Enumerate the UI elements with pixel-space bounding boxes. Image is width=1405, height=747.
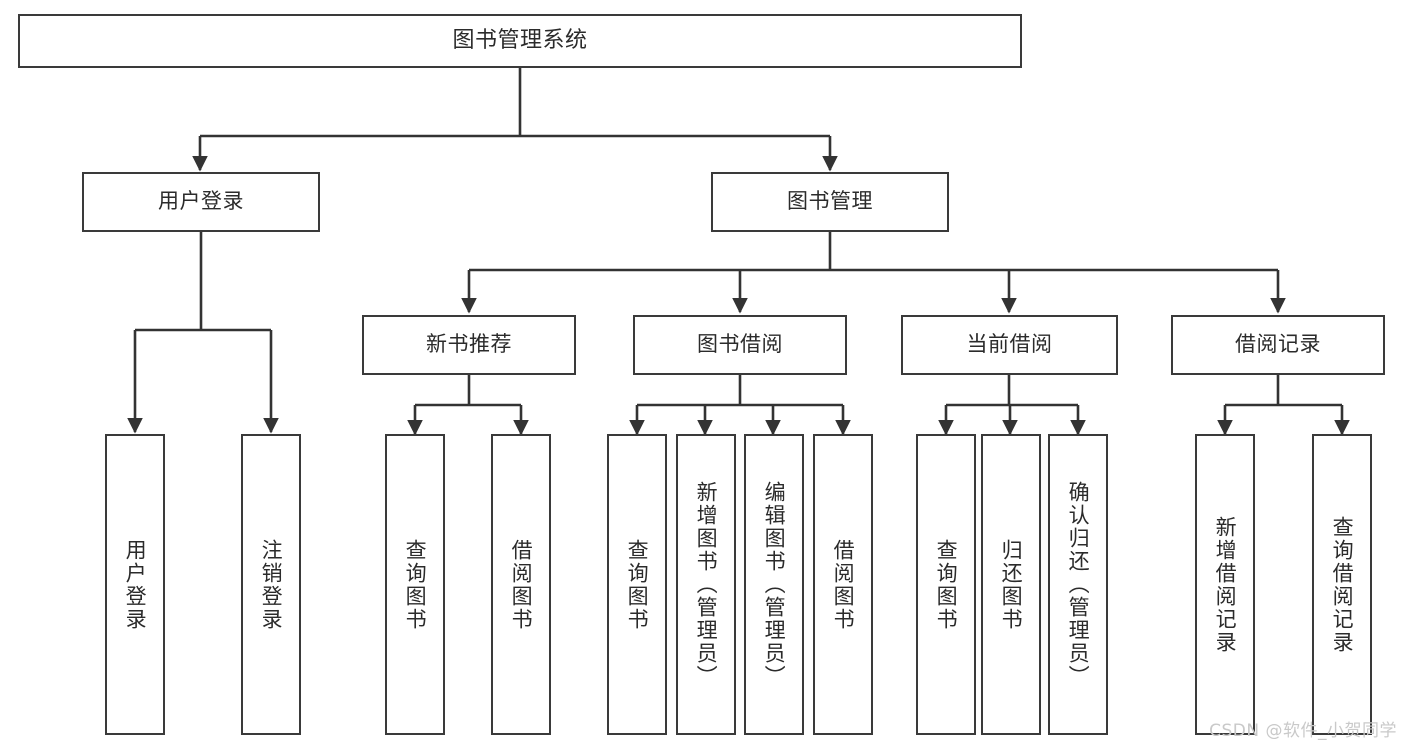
node-label: 借阅图书	[831, 538, 856, 631]
node-leaf-book-borrow-add[interactable]: 新增图书（管理员）	[676, 434, 736, 735]
node-label: 当前借阅	[966, 332, 1053, 357]
node-label: 图书借阅	[697, 332, 783, 357]
node-label: 编辑图书（管理员）	[762, 481, 787, 688]
csdn-watermark: CSDN @软件_小贺同学	[1209, 721, 1397, 741]
node-label: 借阅记录	[1235, 332, 1321, 357]
node-root-library-management-system[interactable]: 图书管理系统	[18, 14, 1022, 68]
node-leaf-borrow-record-query[interactable]: 查询借阅记录	[1312, 434, 1372, 735]
node-label: 查询图书	[625, 538, 650, 631]
node-label: 查询借阅记录	[1330, 515, 1355, 654]
node-leaf-new-book-borrow[interactable]: 借阅图书	[491, 434, 551, 735]
node-leaf-current-borrow-confirm-return[interactable]: 确认归还（管理员）	[1048, 434, 1108, 735]
node-leaf-book-borrow-edit[interactable]: 编辑图书（管理员）	[744, 434, 804, 735]
node-leaf-borrow-record-add[interactable]: 新增借阅记录	[1195, 434, 1255, 735]
node-label: 新增图书（管理员）	[694, 481, 719, 688]
node-new-book-recommend[interactable]: 新书推荐	[362, 315, 576, 375]
node-label: 确认归还（管理员）	[1066, 481, 1091, 688]
node-leaf-user-login-logout[interactable]: 注销登录	[241, 434, 301, 735]
node-leaf-book-borrow-borrow[interactable]: 借阅图书	[813, 434, 873, 735]
node-label: 图书管理系统	[452, 27, 588, 53]
node-label: 图书管理	[787, 189, 873, 214]
node-label: 归还图书	[999, 538, 1024, 631]
node-label: 用户登录	[158, 189, 244, 214]
node-leaf-current-borrow-return[interactable]: 归还图书	[981, 434, 1041, 735]
node-current-borrow[interactable]: 当前借阅	[901, 315, 1118, 375]
node-leaf-new-book-query[interactable]: 查询图书	[385, 434, 445, 735]
node-label: 用户登录	[123, 538, 148, 631]
node-label: 新书推荐	[426, 332, 512, 357]
node-book-management[interactable]: 图书管理	[711, 172, 949, 232]
node-label: 查询图书	[934, 538, 959, 631]
node-leaf-user-login-login[interactable]: 用户登录	[105, 434, 165, 735]
node-borrow-record[interactable]: 借阅记录	[1171, 315, 1385, 375]
node-label: 新增借阅记录	[1213, 515, 1238, 654]
node-label: 借阅图书	[509, 538, 534, 631]
node-label: 注销登录	[259, 538, 284, 631]
node-book-borrow[interactable]: 图书借阅	[633, 315, 847, 375]
node-label: 查询图书	[403, 538, 428, 631]
node-leaf-current-borrow-query[interactable]: 查询图书	[916, 434, 976, 735]
node-user-login[interactable]: 用户登录	[82, 172, 320, 232]
node-leaf-book-borrow-query[interactable]: 查询图书	[607, 434, 667, 735]
